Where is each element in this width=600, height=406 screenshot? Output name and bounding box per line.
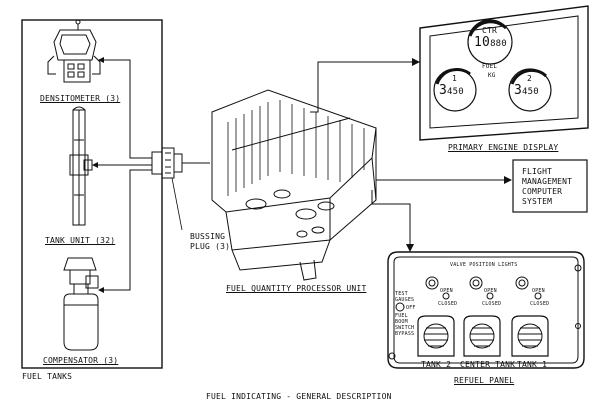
sensor-wiring [94, 59, 210, 291]
tank2-label: TANK 2 [421, 360, 452, 369]
gauge2-value: 3450 [514, 83, 539, 98]
gauge1-value-small: 450 [447, 87, 464, 97]
refuel-panel-graphic [387, 251, 585, 369]
processor-to-refuel-line [371, 190, 414, 252]
closed-label-1: CLOSED [438, 301, 458, 307]
bussing-plug-graphic [151, 147, 183, 231]
gauge1-label: 1 [452, 74, 458, 83]
gauge2-value-small: 450 [522, 87, 539, 97]
gauge2-value-big: 3 [514, 83, 523, 98]
gauge1-value: 3450 [439, 83, 464, 98]
valve-position-lights-label: VALVE POSITION LIGHTS [450, 262, 518, 268]
tank1-label: TANK 1 [517, 360, 548, 369]
ctr-value: 10880 [474, 35, 507, 50]
processor-to-display-line [310, 58, 420, 113]
compensator-label: COMPENSATOR (3) [43, 356, 119, 365]
off-label: OFF [406, 305, 416, 311]
closed-label-2: CLOSED [482, 301, 502, 307]
fuel-boom-switch-label: FUEL BOOM SWITCH BYPASS [395, 313, 415, 337]
tank-unit-graphic [69, 106, 93, 226]
tank-unit-label: TANK UNIT (32) [45, 236, 116, 245]
gauge1-value-big: 3 [439, 83, 448, 98]
gauge2-label: 2 [527, 74, 533, 83]
ctr-label: CTR [482, 26, 498, 35]
test-gauges-label: TEST GAUGES [395, 291, 415, 303]
ctr-value-small: 880 [490, 39, 507, 49]
fuel-tanks-label: FUEL TANKS [22, 372, 73, 381]
compensator-graphic [63, 257, 99, 351]
fuel-label: FUEL [482, 63, 498, 70]
primary-engine-display-label: PRIMARY ENGINE DISPLAY [448, 143, 559, 152]
densitometer-label: DENSITOMETER (3) [40, 94, 121, 103]
refuel-panel-label: REFUEL PANEL [454, 376, 515, 385]
wiring-arrows [92, 57, 104, 293]
center-tank-label: CENTER TANK [460, 360, 516, 369]
processor-unit-graphic [211, 89, 377, 281]
ctr-value-big: 10 [474, 35, 491, 50]
fuel-tanks-boundary [21, 19, 163, 369]
primary-engine-display-graphic [419, 5, 589, 141]
tank1-gauge [511, 315, 549, 357]
densitometer-graphic [47, 19, 101, 83]
open-label-3: OPEN [532, 288, 545, 294]
bussing-plug-line1: BUSSING [190, 232, 226, 241]
open-label-1: OPEN [440, 288, 453, 294]
bussing-plug-line2: PLUG (3) [190, 242, 231, 251]
tank2-gauge [417, 315, 455, 357]
kg-label: KG [488, 72, 496, 79]
processor-unit-label: FUEL QUANTITY PROCESSOR UNIT [226, 284, 367, 293]
fmc-line3: COMPUTER [522, 187, 563, 196]
page-title: FUEL INDICATING - GENERAL DESCRIPTION [206, 392, 392, 401]
fmc-box [512, 159, 588, 213]
center-tank-gauge [463, 315, 501, 357]
closed-label-3: CLOSED [530, 301, 550, 307]
processor-to-fmc-line [376, 176, 512, 184]
fmc-line4: SYSTEM [522, 197, 553, 206]
open-label-2: OPEN [484, 288, 497, 294]
fmc-line1: FLIGHT [522, 167, 553, 176]
fmc-line2: MANAGEMENT [522, 177, 573, 186]
